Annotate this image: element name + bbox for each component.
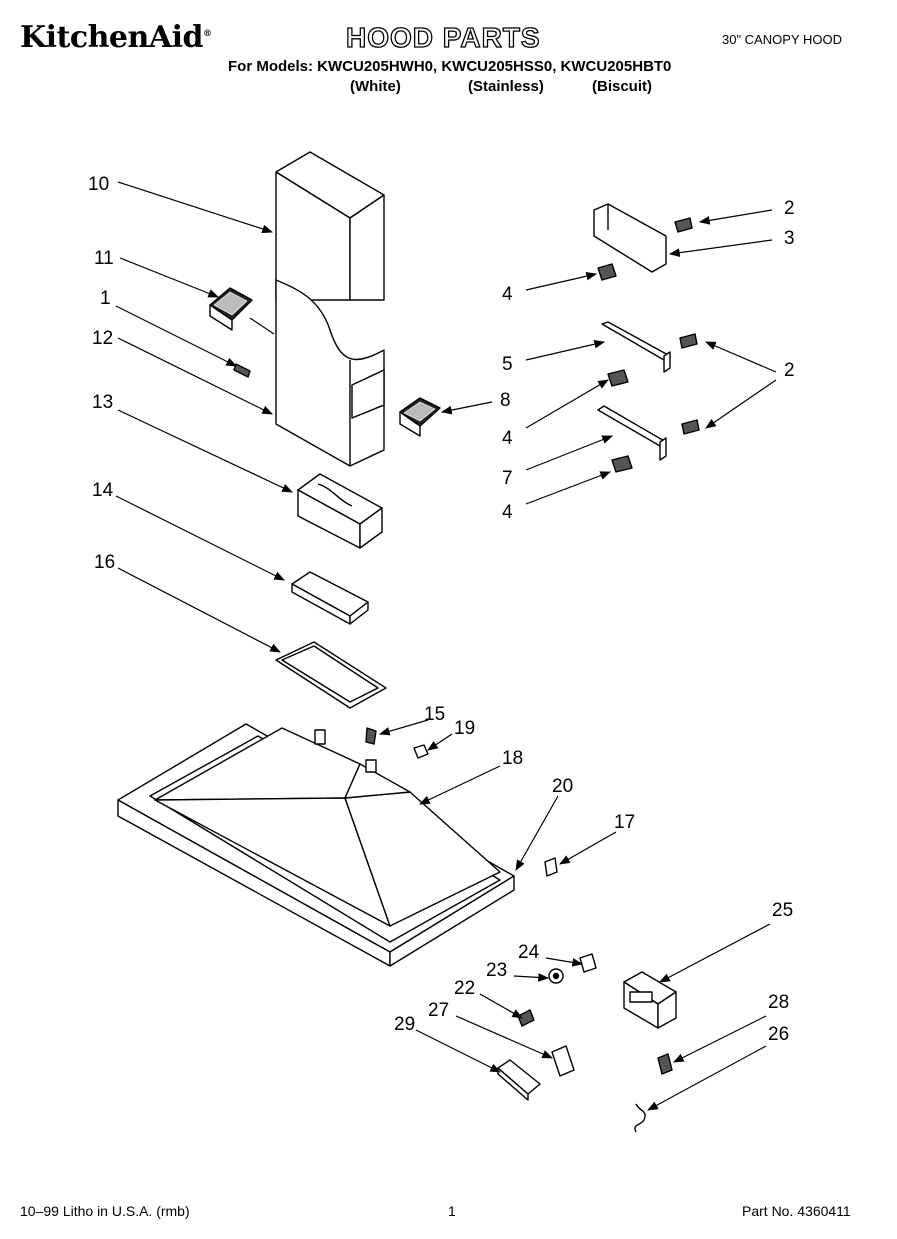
brand-name: KitchenAid bbox=[20, 20, 203, 55]
callout-7: 7 bbox=[502, 468, 513, 489]
callout-28: 28 bbox=[768, 992, 789, 1013]
screw-4b bbox=[607, 369, 629, 387]
bracket-5 bbox=[601, 321, 671, 373]
callout-4-mid: 4 bbox=[502, 428, 513, 449]
clip-nut-19 bbox=[413, 744, 429, 759]
screw-4c bbox=[611, 455, 633, 473]
hood-type: 30" CANOPY HOOD bbox=[722, 32, 842, 47]
screw-22 bbox=[517, 1009, 535, 1027]
screw-1 bbox=[233, 363, 251, 378]
callout-15: 15 bbox=[424, 704, 445, 725]
screw-4a bbox=[597, 263, 617, 281]
callout-2-mid: 2 bbox=[784, 360, 795, 381]
canopy-hood bbox=[117, 723, 515, 967]
callout-18: 18 bbox=[502, 748, 523, 769]
callout-23: 23 bbox=[486, 960, 507, 981]
callout-22: 22 bbox=[454, 978, 475, 999]
callout-20: 20 bbox=[552, 776, 573, 797]
screw-2c bbox=[681, 419, 700, 435]
page-title: HOOD PARTS bbox=[345, 21, 541, 53]
duct-cover-upper bbox=[275, 151, 385, 301]
grille-filter bbox=[209, 287, 253, 331]
mounting-bracket-3 bbox=[593, 203, 667, 273]
callout-4-bottom: 4 bbox=[502, 502, 513, 523]
callout-2-top: 2 bbox=[784, 198, 795, 219]
duct-cover-lower bbox=[275, 279, 385, 467]
control-housing bbox=[623, 971, 677, 1029]
callout-16: 16 bbox=[94, 552, 115, 573]
callout-5: 5 bbox=[502, 354, 513, 375]
callout-29: 29 bbox=[394, 1014, 415, 1035]
callout-10: 10 bbox=[88, 174, 109, 195]
callout-11: 11 bbox=[94, 248, 114, 269]
registered-mark: ® bbox=[202, 29, 212, 39]
switch-24 bbox=[579, 953, 597, 973]
duct-transition bbox=[297, 473, 383, 549]
screw-2b bbox=[679, 333, 698, 349]
callout-14: 14 bbox=[92, 480, 114, 501]
finish-white: (White) bbox=[350, 78, 401, 95]
callout-17: 17 bbox=[614, 812, 635, 833]
switch-27 bbox=[551, 1045, 575, 1077]
footer-page-number: 1 bbox=[448, 1203, 456, 1219]
callout-1: 1 bbox=[100, 288, 111, 309]
grease-filter bbox=[275, 641, 387, 709]
screw-2a bbox=[674, 217, 693, 233]
callout-24: 24 bbox=[518, 942, 540, 963]
knob-28 bbox=[657, 1053, 673, 1075]
callout-3: 3 bbox=[784, 228, 795, 249]
end-cap-17 bbox=[544, 857, 558, 877]
screw-15 bbox=[365, 727, 377, 745]
callout-26: 26 bbox=[768, 1024, 789, 1045]
callout-27: 27 bbox=[428, 1000, 449, 1021]
footer-part-number: Part No. 4360411 bbox=[742, 1203, 851, 1219]
models-line: For Models: KWCU205HWH0, KWCU205HSS0, KW… bbox=[228, 58, 672, 75]
callout-4-top: 4 bbox=[502, 284, 513, 305]
footer-litho: 10–99 Litho in U.S.A. (rmb) bbox=[20, 1203, 190, 1219]
lamp-26 bbox=[634, 1103, 646, 1133]
brand-logo: KitchenAid® bbox=[20, 20, 212, 55]
callout-12: 12 bbox=[92, 328, 113, 349]
callout-25: 25 bbox=[772, 900, 793, 921]
finish-stainless: (Stainless) bbox=[468, 78, 544, 95]
damper-tray bbox=[291, 571, 369, 625]
callout-13: 13 bbox=[92, 392, 113, 413]
finish-biscuit: (Biscuit) bbox=[592, 78, 652, 95]
bracket-7 bbox=[597, 405, 667, 461]
grille-filter-8 bbox=[399, 397, 441, 437]
callout-19: 19 bbox=[454, 718, 475, 739]
callout-8: 8 bbox=[500, 390, 511, 411]
